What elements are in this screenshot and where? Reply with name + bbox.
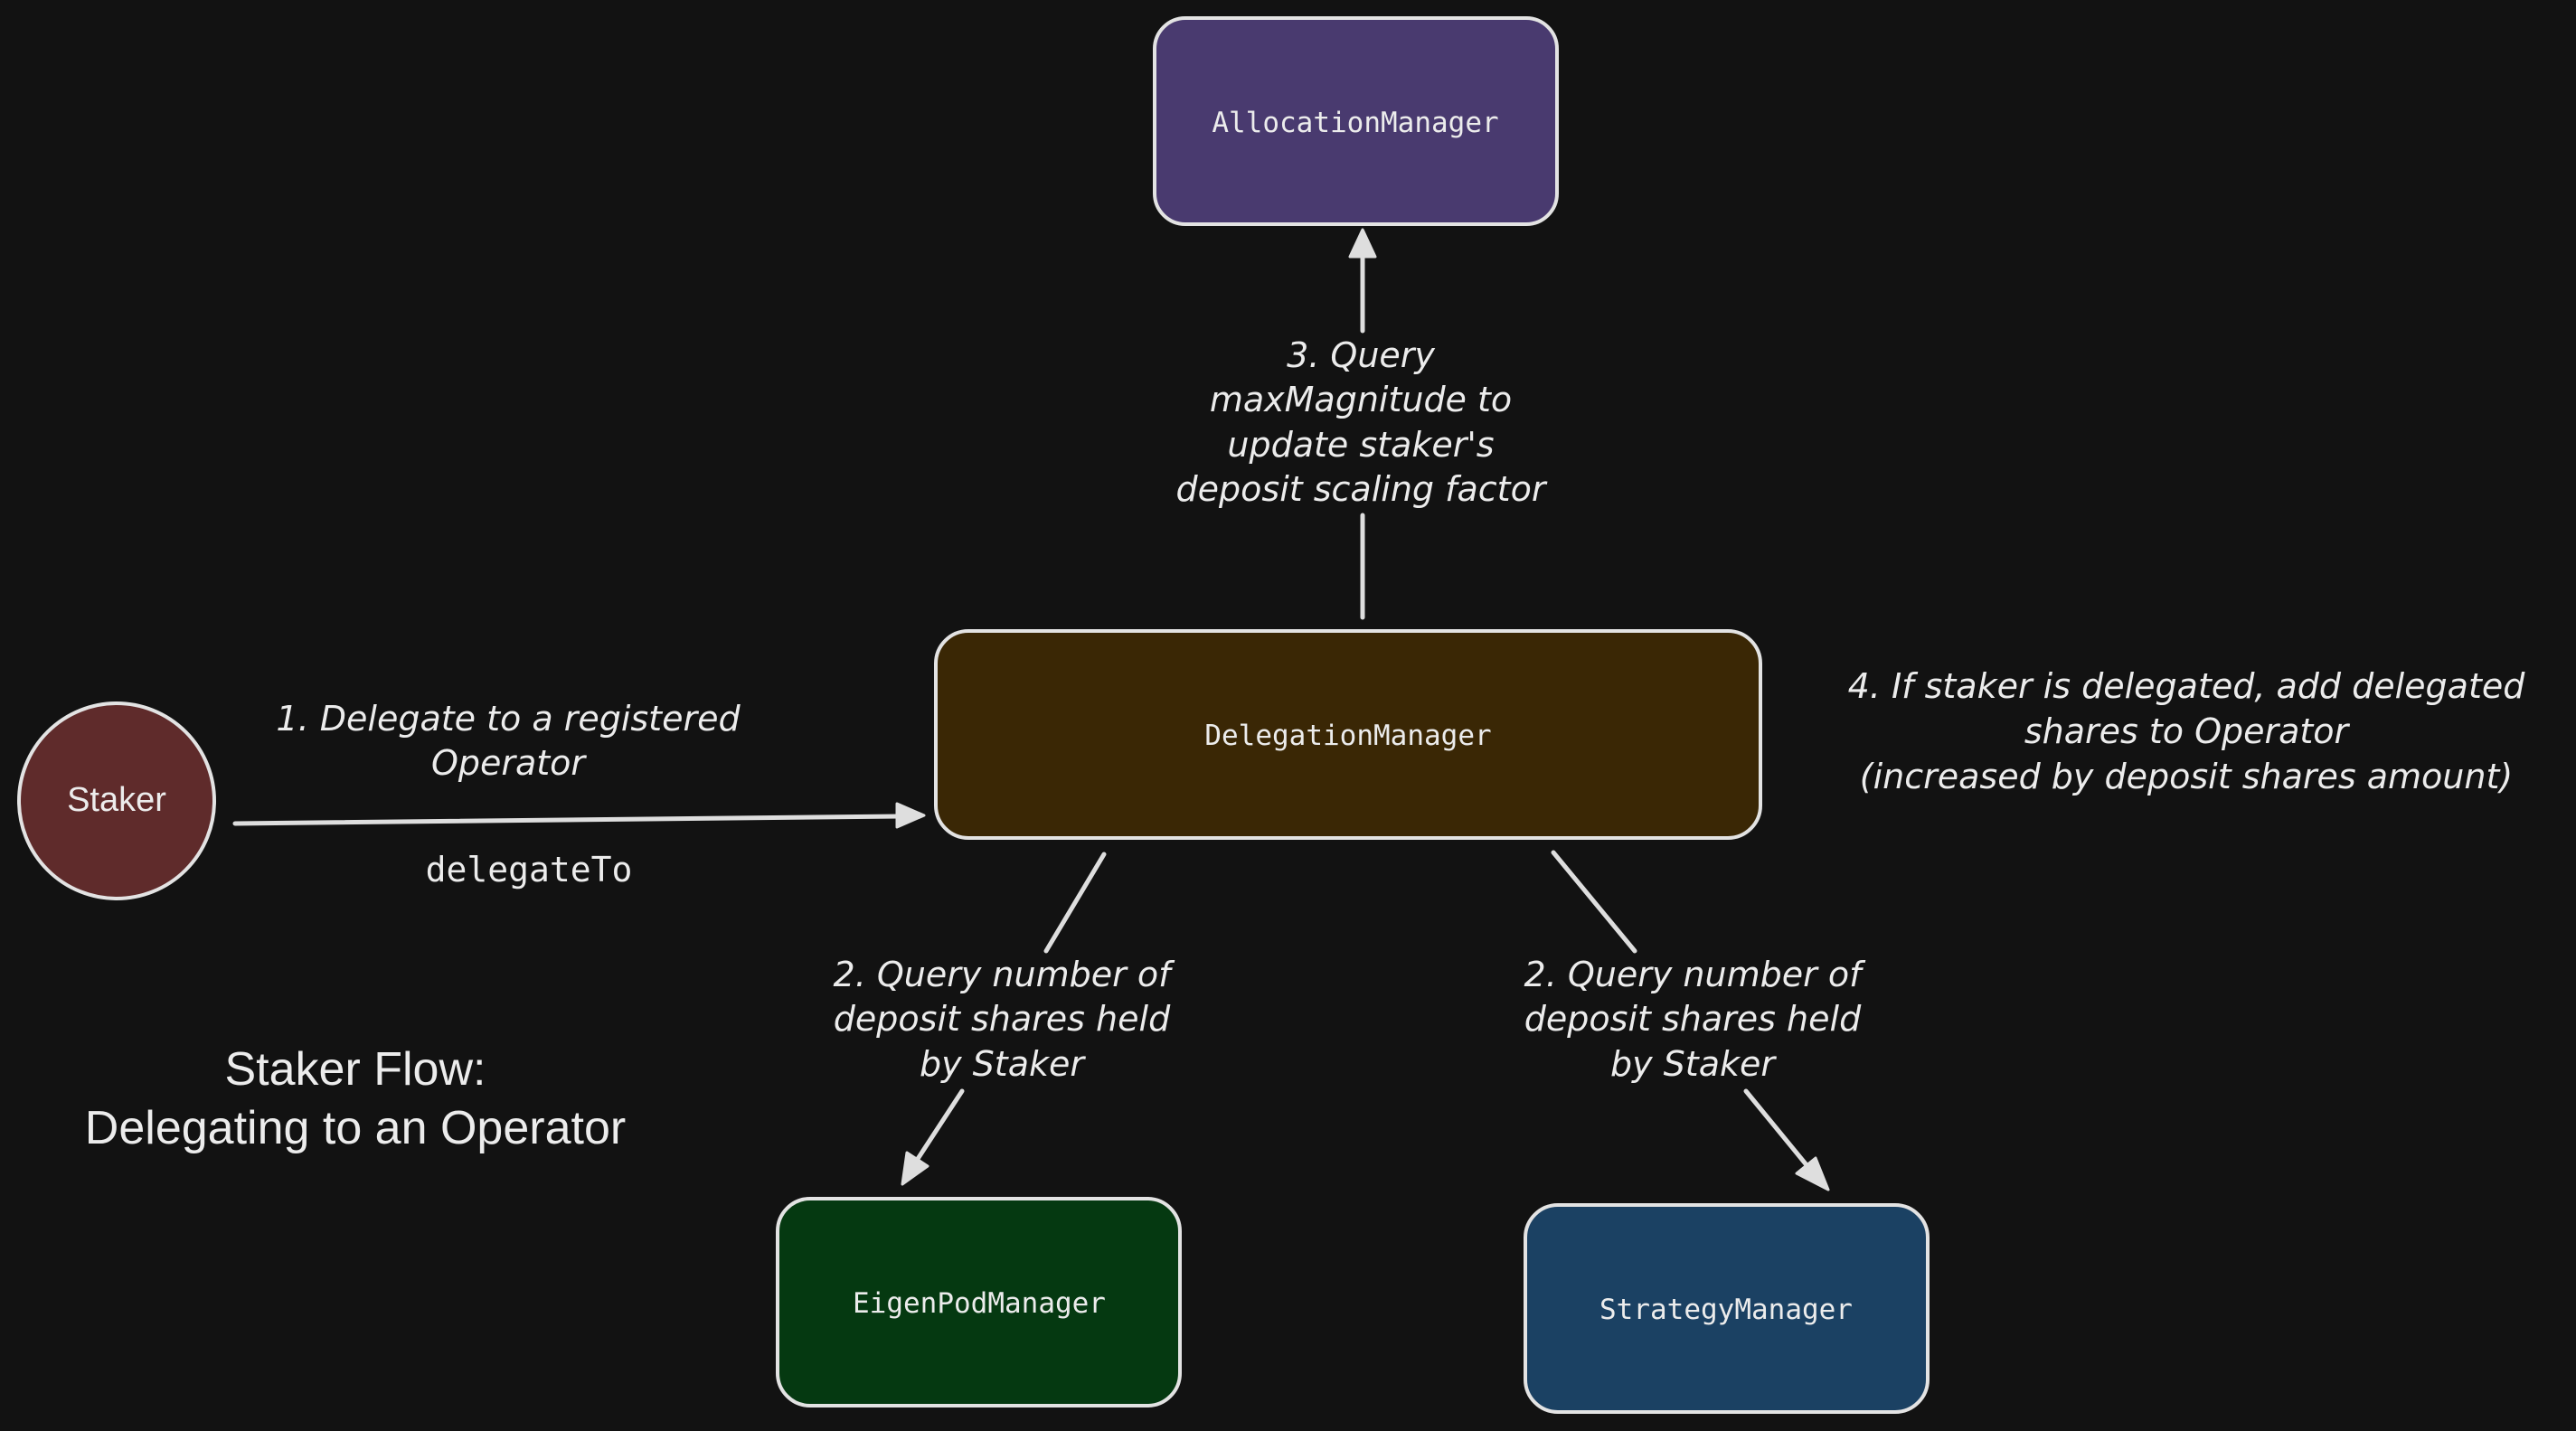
note-line-2: shares to Operator <box>2024 711 2351 751</box>
arrow-delegate-head <box>895 802 926 829</box>
arrow-delegate-line <box>232 814 902 826</box>
delegate-line-1: 1. Delegate to a registered <box>276 699 741 739</box>
arrow-query-allocation-head <box>1348 228 1377 259</box>
edge-query-allocation-label: 3. Query maxMagnitude to update staker's… <box>1176 335 1548 509</box>
title-line-2: Delegating to an Operator <box>85 1102 626 1154</box>
edge-delegate-label: 1. Delegate to a registered Operator del… <box>276 699 741 890</box>
delegate-line-2: Operator <box>431 743 587 783</box>
edge-query-strategy-label: 2. Query number of deposit shares held b… <box>1524 955 1867 1084</box>
staker-label: Staker <box>67 781 166 819</box>
arrow-query-eigenpod-upper <box>1043 852 1107 954</box>
note-line-3: (increased by deposit shares amount) <box>1860 757 2513 796</box>
delegation-manager-box <box>934 629 1762 840</box>
edge-query-eigenpod-label: 2. Query number of deposit shares held b… <box>834 955 1176 1084</box>
delegate-function-name: delegateTo <box>426 850 633 890</box>
allocation-manager-box <box>1153 16 1559 226</box>
title-line-1: Staker Flow: <box>225 1043 486 1096</box>
query-strategy-line-3: by Staker <box>1610 1044 1777 1084</box>
strategy-manager-label: StrategyManager <box>1599 1294 1853 1326</box>
eigenpod-manager-label: EigenPodManager <box>853 1287 1106 1320</box>
arrow-query-eigenpod-head <box>901 1151 929 1186</box>
strategy-manager-box <box>1524 1203 1930 1414</box>
query-allocation-line-4: deposit scaling factor <box>1176 469 1548 509</box>
allocation-manager-label: AllocationManager <box>1212 107 1498 139</box>
arrow-query-strategy-lower <box>1743 1088 1810 1169</box>
eigenpod-manager-node[interactable]: EigenPodManager <box>776 1197 1182 1407</box>
staker-circle <box>17 701 216 900</box>
arrow-delegate <box>232 802 926 829</box>
delegated-shares-note: 4. If staker is delegated, add delegated… <box>1848 666 2526 796</box>
arrow-query-eigenpod-lower <box>913 1088 965 1164</box>
arrow-query-allocation <box>1348 228 1377 620</box>
delegation-manager-node[interactable]: DelegationManager <box>934 629 1762 840</box>
query-allocation-line-2: maxMagnitude to <box>1210 380 1512 419</box>
query-strategy-line-2: deposit shares held <box>1524 999 1862 1039</box>
staker-node[interactable]: Staker <box>17 701 216 900</box>
delegation-manager-label: DelegationManager <box>1204 720 1491 752</box>
query-allocation-line-3: update staker's <box>1227 425 1494 465</box>
query-eigenpod-line-2: deposit shares held <box>834 999 1171 1039</box>
query-strategy-line-1: 2. Query number of <box>1524 955 1867 994</box>
eigenpod-manager-box <box>776 1197 1182 1407</box>
arrow-query-strategy-upper <box>1551 850 1637 954</box>
arrow-query-strategy-head <box>1795 1156 1830 1191</box>
query-allocation-line-1: 3. Query <box>1287 335 1435 375</box>
query-eigenpod-line-3: by Staker <box>920 1044 1086 1084</box>
arrow-query-strategy <box>1551 850 1830 1191</box>
note-line-1: 4. If staker is delegated, add delegated <box>1848 666 2526 706</box>
strategy-manager-node[interactable]: StrategyManager <box>1524 1203 1930 1414</box>
allocation-manager-node[interactable]: AllocationManager <box>1153 16 1559 226</box>
arrow-query-eigenpod <box>901 852 1107 1186</box>
diagram-title: Staker Flow: Delegating to an Operator <box>85 1043 626 1154</box>
query-eigenpod-line-1: 2. Query number of <box>834 955 1176 994</box>
